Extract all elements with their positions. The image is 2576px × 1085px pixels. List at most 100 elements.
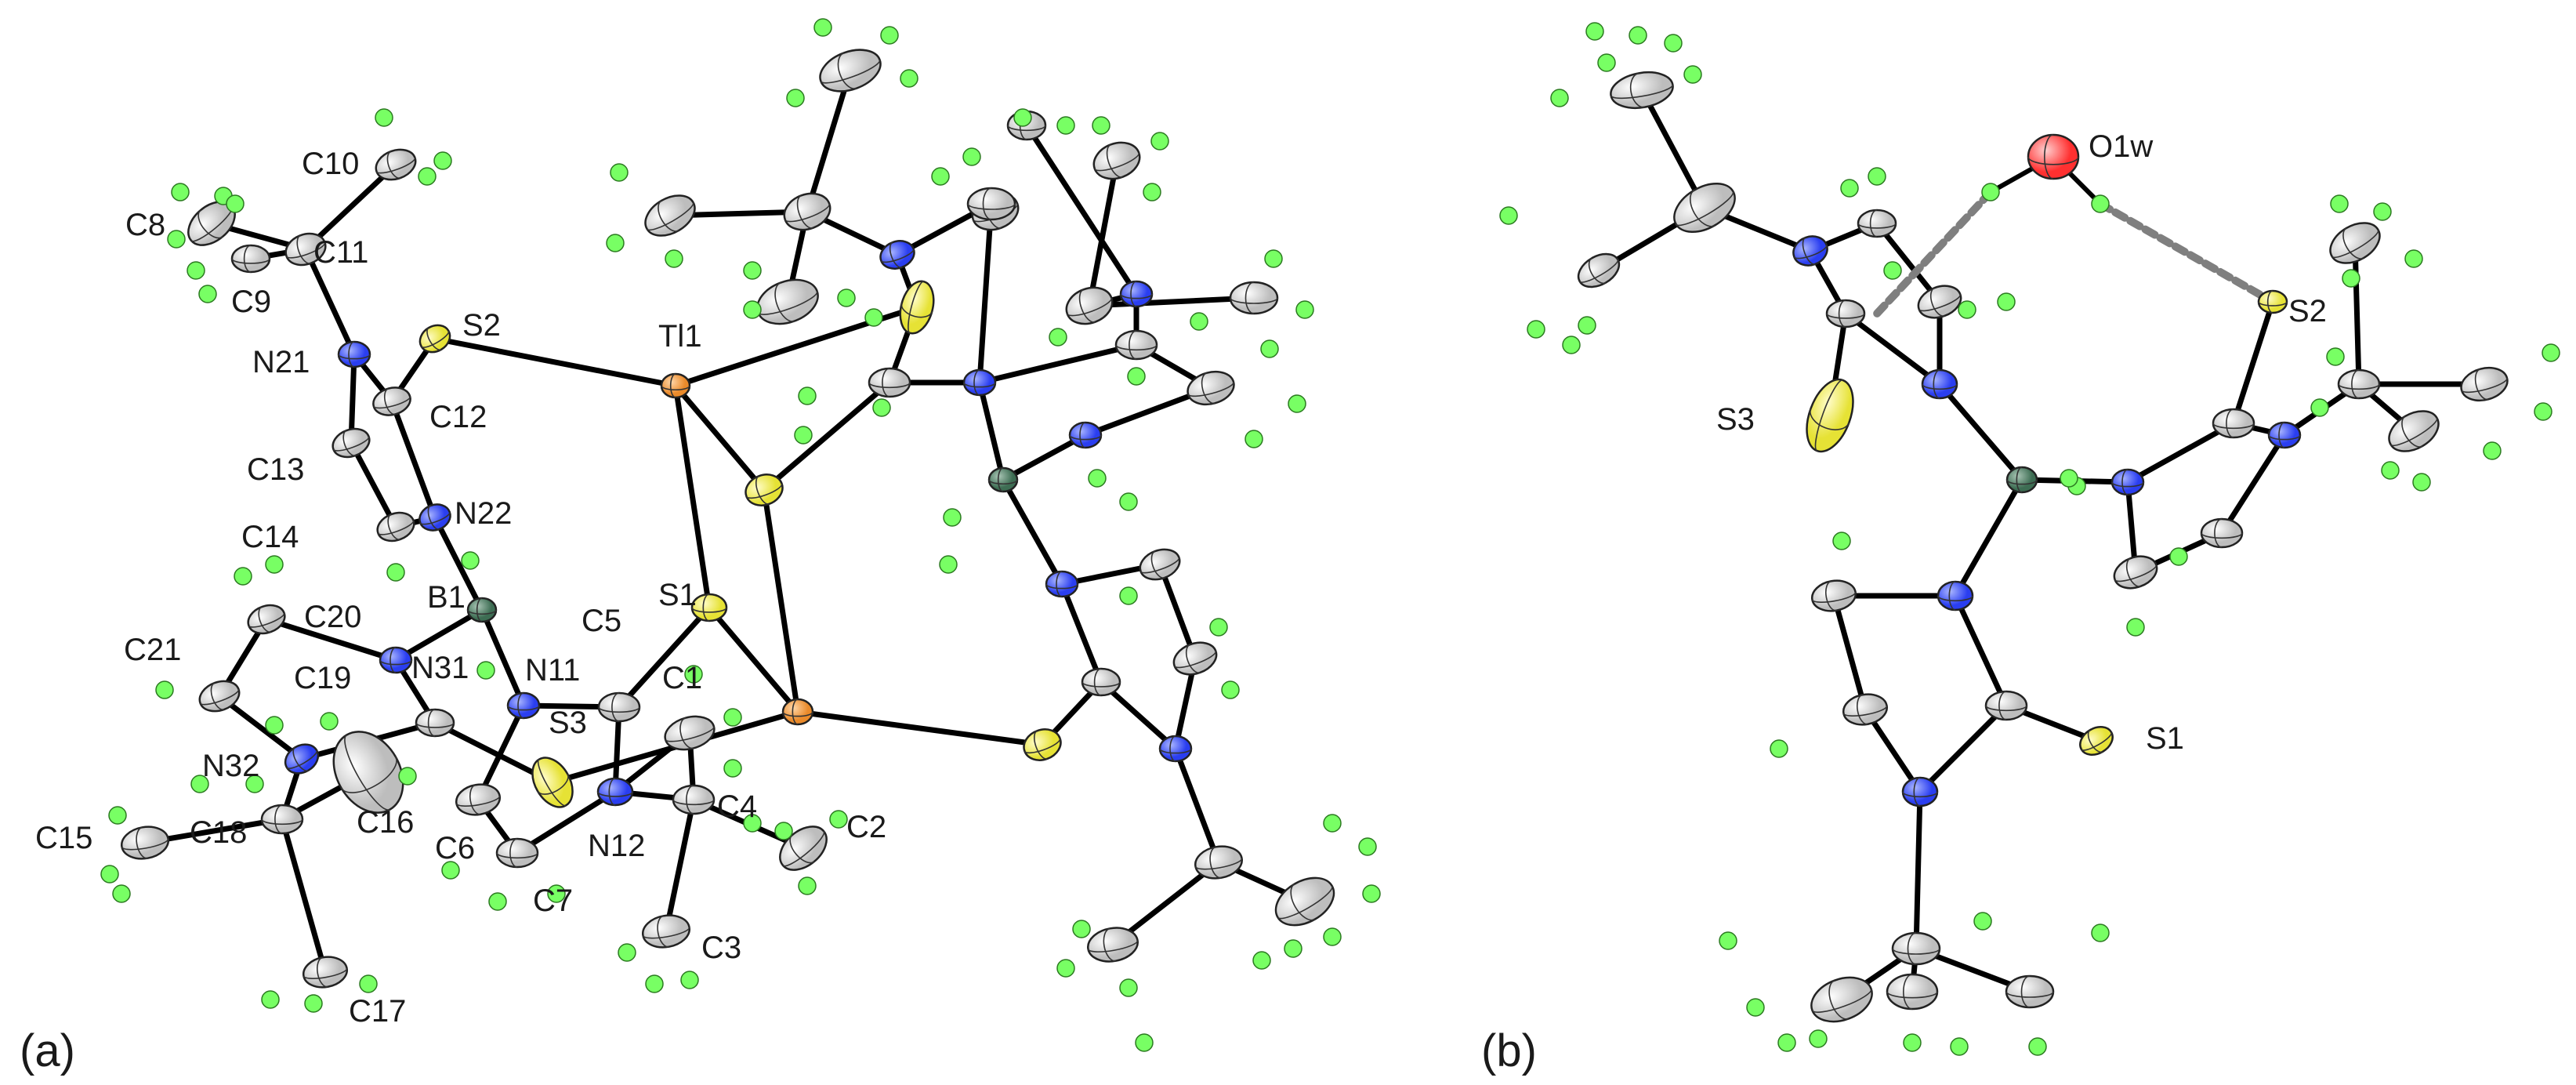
panel-label-a: (a) <box>20 1025 75 1076</box>
hydrogen-a-76 <box>1362 884 1381 903</box>
hydrogen-a-52 <box>1092 116 1110 135</box>
hydrogen-b-5 <box>1550 89 1569 107</box>
hydrogen-b-42 <box>1973 912 1992 931</box>
bond-a-Tl1-S2 <box>432 336 679 389</box>
hydrogen-b-32 <box>1832 532 1851 550</box>
bond-a-Tl2-Sa <box>761 487 801 715</box>
atom-a-Cd <box>1172 641 1218 676</box>
atom-b-Cz <box>1810 579 1857 612</box>
atom-b-Nt <box>2110 468 2145 496</box>
hydrogen-a-25 <box>547 884 566 903</box>
hydrogen-a-9 <box>461 551 480 570</box>
hydrogen-a-34 <box>798 876 817 895</box>
atom-b-Cta <box>1810 976 1873 1023</box>
atom-a-C7 <box>495 837 539 869</box>
bond-a-B1-N22 <box>432 514 485 613</box>
hydrogen-a-33 <box>829 810 848 829</box>
atom-a-S2 <box>418 324 451 354</box>
atom-a-N22 <box>418 503 451 532</box>
atom-label-c11: C11 <box>313 235 368 270</box>
atom-a-Cf2 <box>1114 329 1158 361</box>
bond-b-Cr-Cq <box>1639 87 1708 211</box>
atom-b-Ns <box>1937 580 1974 611</box>
hydrogen-a-51 <box>1056 116 1075 135</box>
atom-label-o1w: O1w <box>2089 129 2153 164</box>
hydrogen-a-11 <box>234 567 252 586</box>
hydrogen-b-20 <box>2342 269 2360 288</box>
atom-label-c5: C5 <box>582 604 621 638</box>
atom-b-Nu <box>2267 421 2302 449</box>
hydrogen-a-72 <box>1119 978 1138 997</box>
atom-a-Sa <box>745 474 784 506</box>
hydrogen-a-43 <box>610 163 629 182</box>
atom-label-n31: N31 <box>411 651 469 685</box>
hydrogen-a-12 <box>155 680 174 699</box>
atom-a-C6 <box>455 783 502 816</box>
bond-a-Na-Cf2 <box>976 342 1139 386</box>
atom-b-Cr <box>1610 71 1674 110</box>
bond-a-C18-C17 <box>279 816 328 975</box>
bond-b-Cu-Cw <box>1874 220 1943 305</box>
atom-a-N12 <box>596 777 634 807</box>
hydrogen-a-79 <box>1252 951 1271 970</box>
atom-label-c17: C17 <box>349 994 406 1029</box>
atom-label-tl1: Tl1 <box>658 319 702 354</box>
atom-label-n21: N21 <box>252 345 310 379</box>
atom-a-Cl <box>819 49 882 93</box>
bond-a-Sb-Tl2 <box>795 709 1045 748</box>
atom-label-n22: N22 <box>455 496 512 531</box>
hydrogen-a-83 <box>798 386 817 405</box>
bond-a-B1-N31 <box>393 607 485 663</box>
bond-a-N21-C11 <box>303 246 357 357</box>
atom-a-N31 <box>379 646 413 674</box>
atom-a-C15 <box>121 826 169 860</box>
hydrogen-b-40 <box>2028 1037 2047 1056</box>
atom-a-Nh <box>879 240 915 270</box>
atom-a-Cg <box>1087 927 1139 963</box>
atom-a-Nc <box>1158 735 1193 763</box>
atom-b-Bq <box>2005 466 2038 494</box>
bond-b-Cy-Cz <box>1831 593 1868 713</box>
hydrogen-a-8 <box>198 285 217 303</box>
hydrogen-a-77 <box>1323 927 1342 946</box>
atom-b-Cs <box>1577 252 1621 288</box>
hydrogen-b-16 <box>2091 194 2110 213</box>
hydrogen-a-16 <box>108 806 127 825</box>
hydrogen-b-4 <box>1597 53 1616 72</box>
hydrogen-a-57 <box>1260 339 1279 358</box>
bond-a-N11-B1 <box>479 607 527 709</box>
hydrogen-b-22 <box>2534 402 2552 421</box>
hydrogen-a-31 <box>723 759 742 778</box>
atom-a-Ca <box>868 367 911 398</box>
atom-b-S2 <box>2257 289 2288 314</box>
atom-a-Ce <box>1194 845 1243 880</box>
atom-a-C5 <box>597 691 641 723</box>
hydrogen-a-14 <box>476 661 495 680</box>
atom-b-Nq <box>1792 235 1828 267</box>
hydrogen-a-55 <box>1264 249 1283 268</box>
hydrogen-a-32 <box>743 814 762 833</box>
bond-b-Cbd-Cbg <box>2352 240 2362 387</box>
atom-label-s2-b: S2 <box>2288 294 2327 328</box>
hydrogen-a-82 <box>794 426 813 445</box>
bond-a-C21-N32 <box>216 693 305 762</box>
hydrogen-b-13 <box>1997 292 2016 311</box>
atom-b-Cba <box>2212 408 2255 439</box>
hydrogen-a-54 <box>1143 183 1161 201</box>
hydrogen-a-1 <box>433 151 452 170</box>
atom-a-S1 <box>690 593 728 622</box>
hydrogen-a-13 <box>265 555 284 574</box>
hydrogen-a-59 <box>1049 328 1067 347</box>
hydrogen-a-2 <box>418 167 437 186</box>
hydrogen-b-19 <box>2404 249 2423 268</box>
atom-label-c19: C19 <box>294 661 351 695</box>
atom-layer <box>100 18 2560 1056</box>
hydrogen-a-29 <box>723 708 742 727</box>
hydrogen-b-36 <box>1777 1033 1796 1052</box>
bond-b-Cv-Nr <box>1842 310 1943 387</box>
hydrogen-a-75 <box>1358 837 1377 856</box>
atom-a-Co <box>1229 281 1279 315</box>
atom-a-C21 <box>198 680 241 713</box>
atom-b-Nr <box>1921 368 1958 400</box>
hydrogen-a-38 <box>774 822 793 840</box>
